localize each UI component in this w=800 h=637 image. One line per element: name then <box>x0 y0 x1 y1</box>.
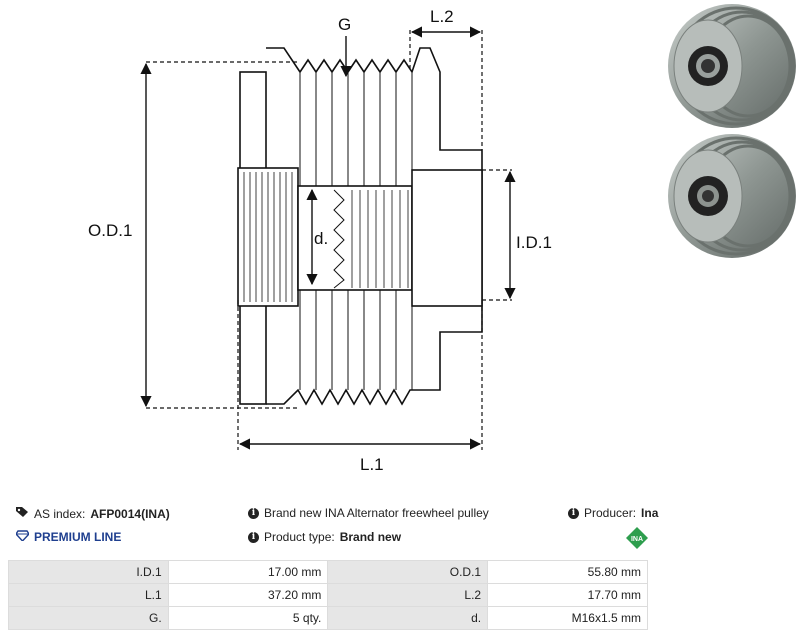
premium-line-label: PREMIUM LINE <box>34 530 122 544</box>
info-icon: i <box>248 507 259 519</box>
pulley-photo-top <box>668 4 796 128</box>
od1-label: O.D.1 <box>88 221 132 240</box>
thread-lines <box>351 190 409 288</box>
spec-label: I.D.1 <box>8 560 169 584</box>
ina-logo-badge: INA <box>626 527 648 549</box>
technical-drawing: G L.2 O.D.1 d. I.D.1 L.1 <box>88 7 552 474</box>
spec-value: 17.00 mm <box>167 560 329 584</box>
description: i Brand new INA Alternator freewheel pul… <box>248 506 489 520</box>
product-type-label: Product type: <box>264 530 335 544</box>
spec-label: O.D.1 <box>327 560 489 584</box>
specs-table: I.D.1 17.00 mm O.D.1 55.80 mm L.1 37.20 … <box>8 560 648 630</box>
product-info: AS index: AFP0014(INA) PREMIUM LINE i Br… <box>8 500 658 556</box>
producer-label: Producer: <box>584 506 637 520</box>
spline-teeth <box>243 172 293 302</box>
spec-label: L.1 <box>8 583 169 607</box>
table-row: G. 5 qty. d. M16x1.5 mm <box>8 606 648 630</box>
as-index-label: AS index: <box>34 506 86 521</box>
table-row: I.D.1 17.00 mm O.D.1 55.80 mm <box>8 560 648 584</box>
spec-label: G. <box>8 606 169 630</box>
info-icon: i <box>568 507 579 519</box>
groove-profile-top <box>266 47 483 406</box>
bore-collar <box>411 169 483 307</box>
tag-icon <box>16 506 29 521</box>
ina-badge-text: INA <box>631 536 643 543</box>
spec-value: 5 qty. <box>167 606 329 630</box>
as-index: AS index: AFP0014(INA) <box>16 506 170 521</box>
table-row: L.1 37.20 mm L.2 17.70 mm <box>8 583 648 607</box>
l2-label: L.2 <box>430 7 454 26</box>
spec-value: 55.80 mm <box>487 560 648 584</box>
product-type: i Product type: Brand new <box>248 530 401 544</box>
product-photos <box>668 4 796 258</box>
description-text: Brand new INA Alternator freewheel pulle… <box>264 506 489 520</box>
thread-profile <box>333 189 345 289</box>
producer-value: Ina <box>641 506 659 520</box>
g-label: G <box>338 15 351 34</box>
spec-label: L.2 <box>327 583 489 607</box>
d-label: d. <box>314 229 328 248</box>
id1-label: I.D.1 <box>516 233 552 252</box>
spec-label: d. <box>327 606 489 630</box>
spec-value: 37.20 mm <box>167 583 329 607</box>
product-type-value: Brand new <box>339 530 402 544</box>
l1-label: L.1 <box>360 455 384 474</box>
spec-value: 17.70 mm <box>487 583 648 607</box>
as-index-value: AFP0014(INA) <box>90 506 170 521</box>
premium-line: PREMIUM LINE <box>15 530 122 544</box>
producer: i Producer: Ina <box>568 506 658 520</box>
info-icon: i <box>248 531 259 543</box>
diamond-icon <box>15 530 30 544</box>
pulley-photo-bottom <box>668 134 796 258</box>
spec-value: M16x1.5 mm <box>487 606 648 630</box>
